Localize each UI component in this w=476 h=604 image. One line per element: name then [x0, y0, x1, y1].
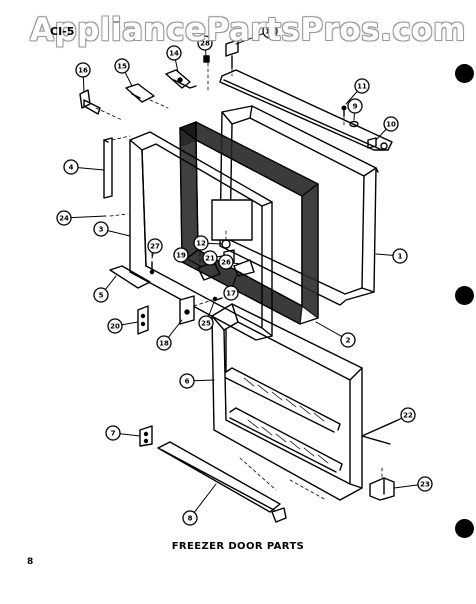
binder-hole [455, 519, 474, 538]
leader-line-4 [78, 168, 104, 170]
leader-line-24 [71, 216, 106, 218]
callout-label-12: 12 [196, 240, 206, 248]
callout-label-21: 21 [205, 255, 215, 263]
callout-label-15: 15 [117, 63, 127, 71]
callout-label-11: 11 [357, 83, 367, 91]
callout-label-26: 26 [221, 259, 231, 267]
leader-line-2 [316, 322, 342, 337]
side-trim-strip [104, 138, 112, 198]
leader-line-7 [120, 434, 140, 436]
binder-hole [455, 64, 474, 83]
bracket-23 [370, 478, 394, 500]
leader-line-25 [208, 302, 214, 316]
callout-label-9: 9 [353, 103, 358, 111]
callout-label-22: 22 [403, 412, 413, 420]
leader-line-6 [194, 380, 214, 381]
leader-line-8 [194, 484, 216, 512]
hinge-assembly [80, 70, 196, 114]
callout-label-27: 27 [150, 243, 160, 251]
leader-line-12 [208, 243, 222, 244]
door-gasket [180, 122, 318, 324]
callout-label-19: 19 [176, 252, 186, 260]
leader-line-15 [125, 72, 132, 86]
watermark: AppliancePartsPros.com [30, 12, 466, 48]
leader-line-1 [376, 254, 393, 255]
leader-line-18 [168, 320, 182, 337]
callout-label-5: 5 [99, 292, 104, 300]
callout-label-4: 4 [69, 164, 74, 172]
callout-label-23: 23 [420, 481, 430, 489]
callout-label-3: 3 [99, 226, 104, 234]
callout-label-24: 24 [59, 215, 69, 223]
callout-label-8: 8 [188, 515, 193, 523]
leader-line-5 [105, 276, 116, 290]
leader-line-23 [394, 485, 418, 488]
fasteners [204, 40, 376, 148]
callout-label-20: 20 [110, 323, 120, 331]
callout-label-17: 17 [226, 290, 236, 298]
callout-label-7: 7 [111, 430, 116, 438]
callout-label-6: 6 [185, 378, 190, 386]
binder-hole [455, 286, 474, 305]
leader-line-26 [233, 263, 240, 264]
page-title: FREEZER DOOR PARTS [0, 541, 476, 552]
leader-line-20 [122, 322, 138, 325]
page-number: 8 [27, 557, 33, 567]
callout-label-10: 10 [386, 121, 396, 129]
callout-label-1: 1 [398, 253, 403, 261]
callout-label-16: 16 [78, 67, 88, 75]
callout-label-14: 14 [169, 50, 179, 58]
hinge-bracket-7 [140, 426, 152, 446]
callout-label-25: 25 [201, 320, 211, 328]
shelf-reference-22 [362, 420, 398, 444]
diagram-code: CI-5 [50, 25, 74, 38]
leader-line-16 [83, 77, 84, 92]
callout-label-2: 2 [346, 337, 351, 345]
leader-line-9 [354, 113, 355, 120]
leader-line-3 [108, 231, 130, 236]
door-liner [212, 304, 362, 500]
callout-label-18: 18 [159, 340, 169, 348]
